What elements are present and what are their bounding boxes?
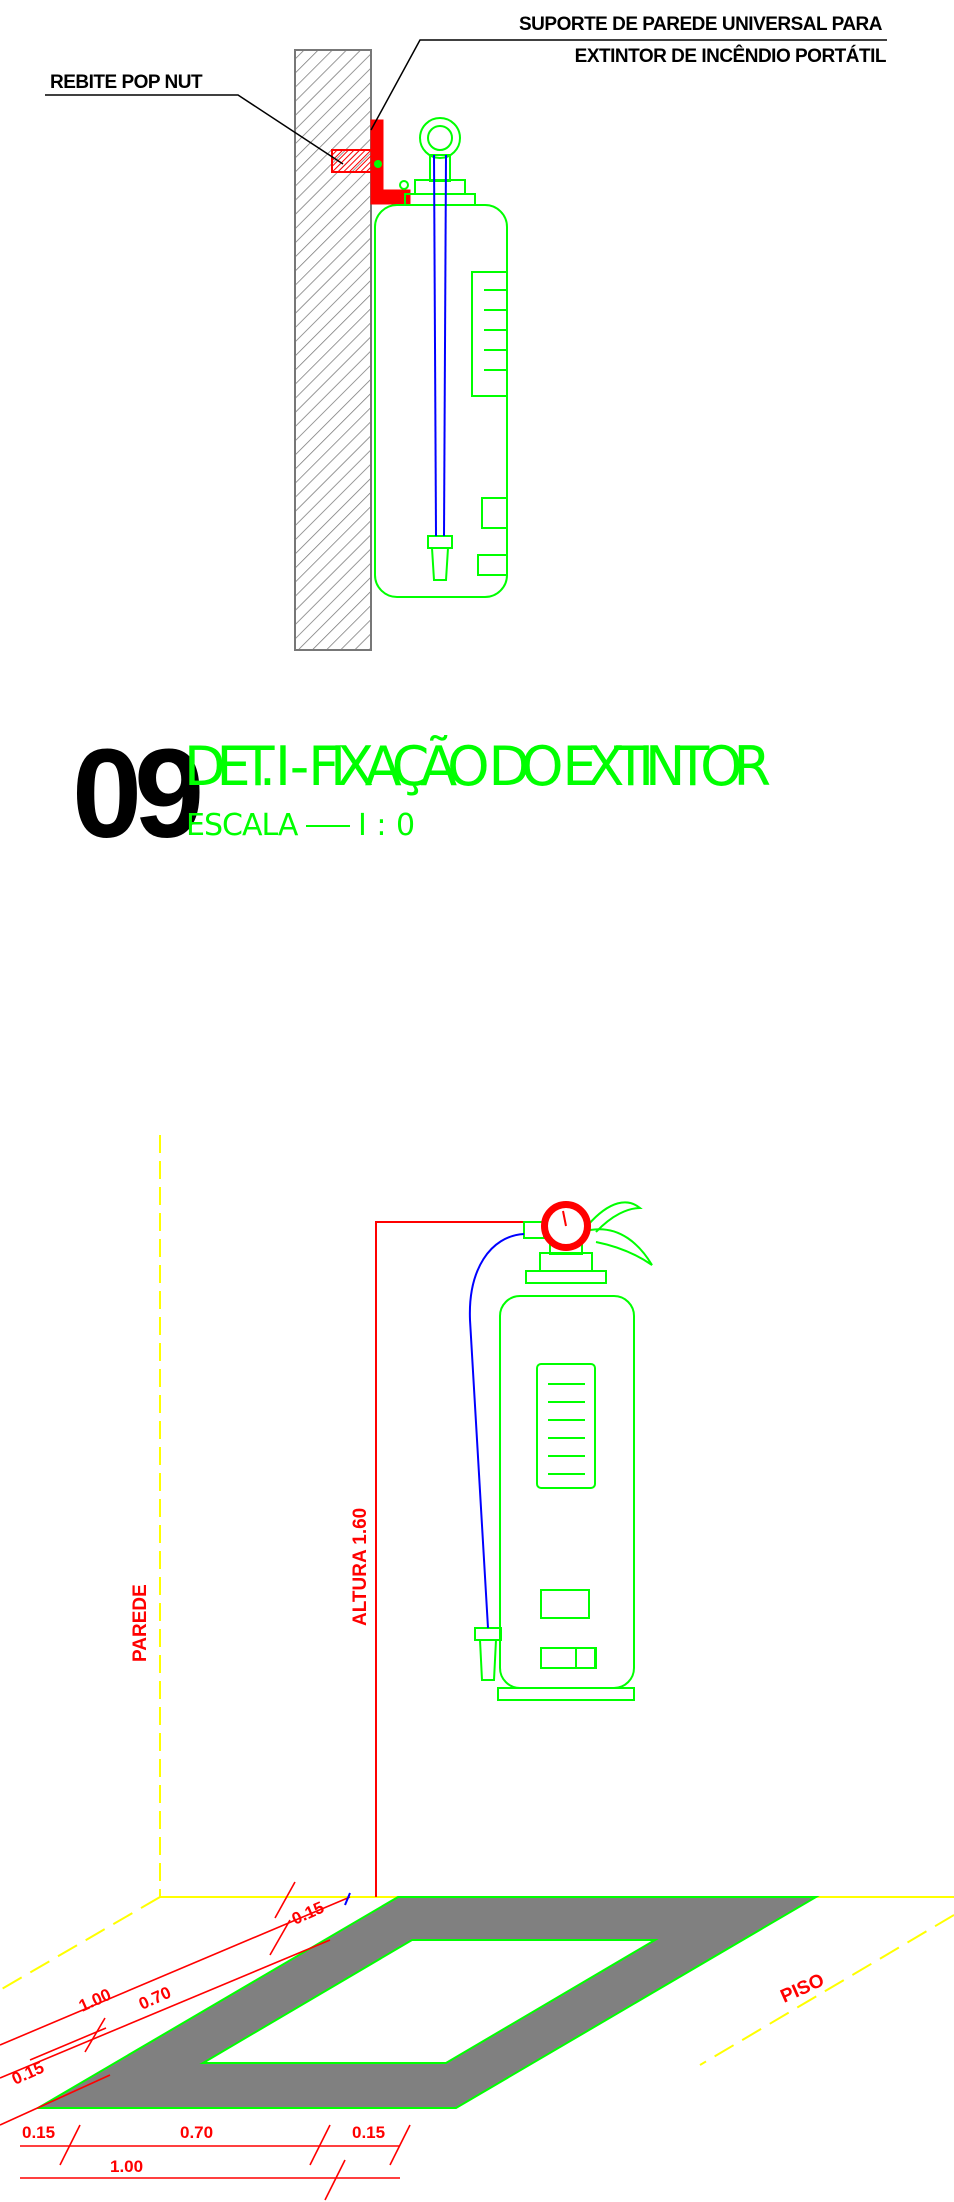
extinguisher-front-view xyxy=(474,1201,653,1701)
leader-lines xyxy=(45,39,887,165)
height-reference xyxy=(375,1221,525,1897)
wall-bracket xyxy=(331,119,411,205)
dim-label-1: 0.15 xyxy=(289,1898,327,1929)
bracket-label-line2: EXTINTOR DE INCÊNDIO PORTÁTIL xyxy=(575,45,887,67)
scale-value: I : 0 xyxy=(358,808,415,843)
pressure-gauge xyxy=(541,1201,591,1251)
detail-bottom: 0.15 1.00 0.70 0.15 0.15 0.70 0.15 1.00 … xyxy=(0,1135,954,2201)
rivet-point xyxy=(374,160,382,168)
wall-label: PAREDE xyxy=(130,1584,151,1662)
floor-label: PISO xyxy=(777,1970,827,2008)
detail-title: DET. I - FIXAÇÃO DO EXTINTOR xyxy=(184,735,770,798)
dim-label-2: 1.00 xyxy=(76,1985,114,2016)
dimension-tick-blue xyxy=(344,1892,351,1906)
dim-label-7: 0.15 xyxy=(352,2123,385,2142)
dim-label-6: 0.70 xyxy=(180,2123,213,2142)
extinguisher-side-view xyxy=(374,117,508,598)
detail-number: 09 xyxy=(72,723,200,864)
dimension-lines xyxy=(0,1881,411,2201)
title-block: 09 DET. I - FIXAÇÃO DO EXTINTOR ESCALA I… xyxy=(72,723,771,864)
dim-label-8: 1.00 xyxy=(110,2157,143,2176)
rivet-label: REBITE POP NUT xyxy=(50,72,203,93)
detail-top: SUPORTE DE PAREDE UNIVERSAL PARA EXTINTO… xyxy=(45,14,887,651)
bracket-label-line1: SUPORTE DE PAREDE UNIVERSAL PARA xyxy=(519,14,883,35)
floor-marking xyxy=(34,1896,820,2109)
scale-label: ESCALA xyxy=(186,808,299,843)
extinguisher-hose-front xyxy=(468,1233,525,1629)
extinguisher-hose xyxy=(433,154,447,537)
dim-label-5: 0.15 xyxy=(22,2123,55,2142)
dim-label-3: 0.70 xyxy=(136,1983,174,2014)
height-label: ALTURA 1.60 xyxy=(350,1508,371,1626)
dim-label-4: 0.15 xyxy=(9,2058,47,2089)
